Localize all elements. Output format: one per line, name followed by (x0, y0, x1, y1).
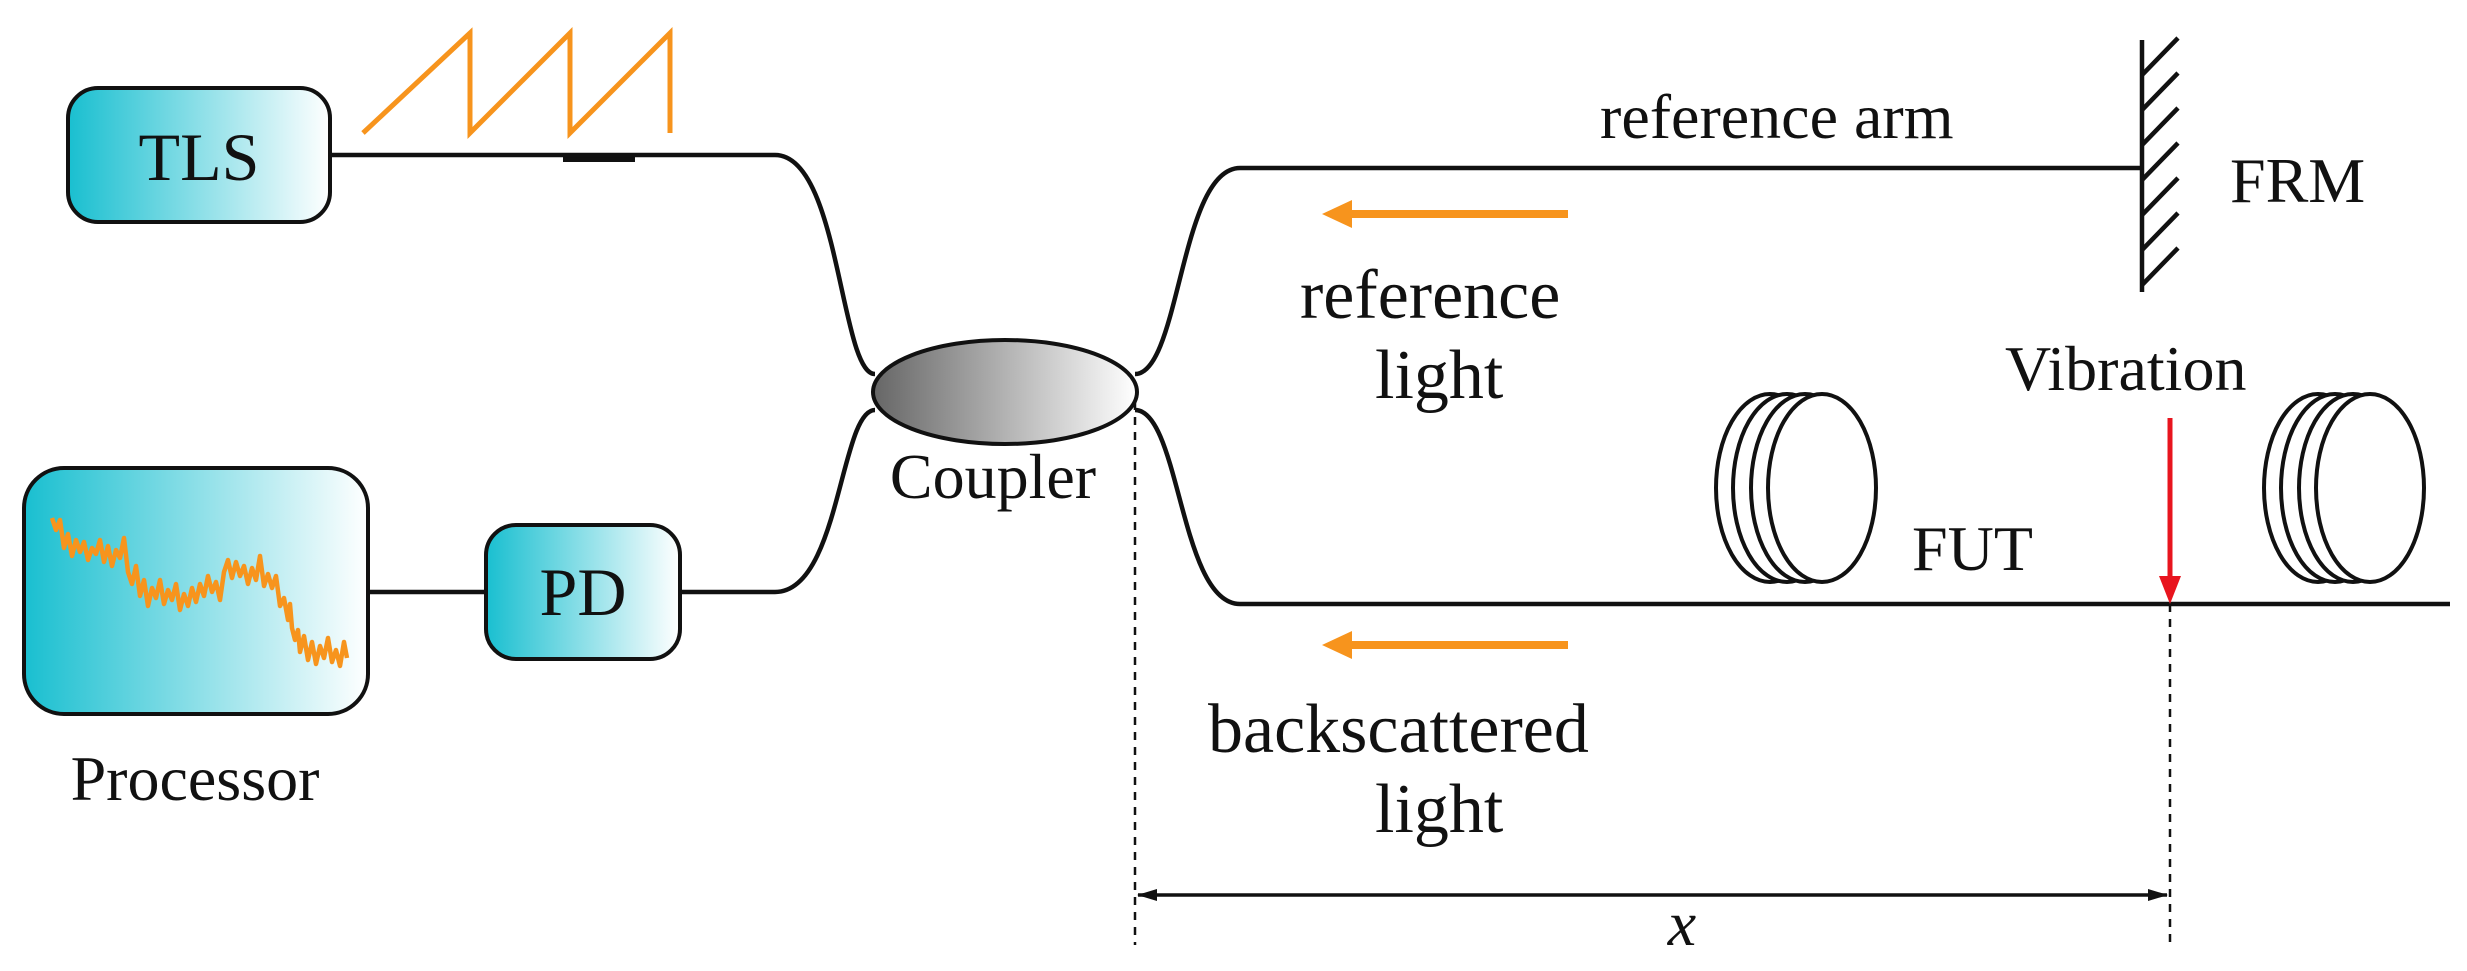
backscattered-light-label-line2: light (1375, 771, 1504, 848)
reference-light: reference light (1300, 200, 1568, 414)
processor: Processor (22, 466, 370, 814)
vibration-arrowhead (2159, 576, 2181, 604)
tls-label: TLS (139, 119, 260, 195)
coupler-body (871, 338, 1139, 446)
vibration: Vibration (2005, 333, 2246, 604)
fiber-coil-icon (1714, 392, 1878, 584)
fiber-coupler-to-fut (1134, 407, 2450, 607)
hatched-mirror-icon (2139, 36, 2180, 292)
reference-light-label-line1: reference (1300, 257, 1560, 334)
connector-mark (563, 154, 635, 162)
reference-light-label-line2: light (1375, 337, 1504, 414)
fut-label: FUT (1912, 513, 2033, 584)
frm-label: FRM (2230, 145, 2365, 216)
noisy-signal-trace-icon (49, 517, 350, 669)
backscattered-light: backscattered light (1208, 631, 1589, 848)
fiber-coupler-to-reference-arm (1134, 165, 2142, 377)
fiber-pd-to-coupler (680, 407, 876, 595)
distance-marker: x (1133, 402, 2172, 959)
reference-light-arrowhead (1322, 200, 1352, 228)
coupler-label: Coupler (890, 441, 1096, 512)
processor-box (22, 466, 370, 716)
backscattered-light-arrowhead (1322, 631, 1352, 659)
coupler: Coupler (871, 338, 1139, 512)
pd-label: PD (540, 554, 627, 630)
vibration-label: Vibration (2005, 333, 2246, 404)
fiber-tls-to-coupler (330, 152, 876, 377)
backscattered-light-label-line1: backscattered (1208, 691, 1589, 768)
distance-label: x (1667, 888, 1696, 959)
processor-label: Processor (71, 743, 320, 814)
sawtooth-waveform-icon (361, 26, 673, 140)
tls-source: TLS (66, 86, 332, 224)
frm: FRM (2139, 36, 2365, 292)
reference-arm-label: reference arm (1600, 81, 1953, 152)
photodetector: PD (484, 523, 682, 661)
fiber-coil-icon (2262, 392, 2426, 584)
